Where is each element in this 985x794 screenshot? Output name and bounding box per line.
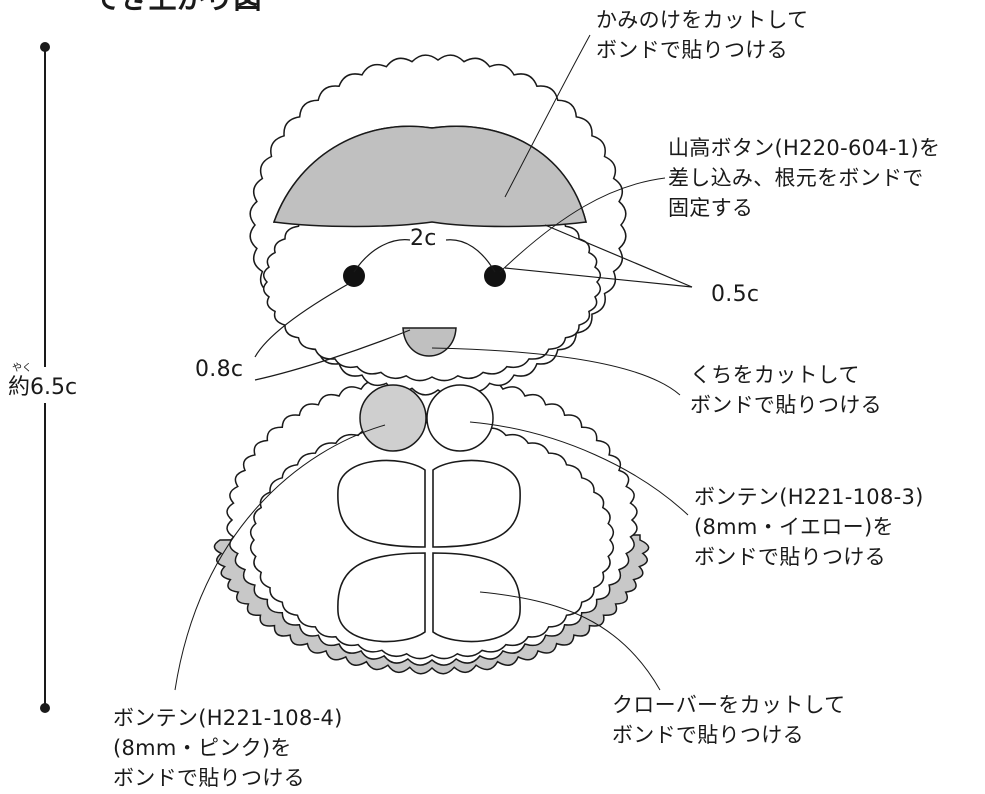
- callout-eyes: 山高ボタン(H220-604-1)を 差し込み、根元をボンドで 固定する: [668, 133, 940, 223]
- eye-size-label: 0.5c: [711, 282, 760, 307]
- height-top-dot: [40, 42, 50, 52]
- leader-clover: [479, 591, 661, 691]
- pompom-pink: [359, 384, 427, 452]
- callout-mouth: くちをカットして ボンドで貼りつける: [690, 360, 882, 420]
- eye-right-button: [484, 265, 506, 287]
- leader-yellow: [469, 421, 689, 516]
- callout-clover: クローバーをカットして ボンドで貼りつける: [612, 690, 845, 750]
- callout-line: 差し込み、根元をボンドで: [668, 166, 924, 190]
- callout-pompom-yellow: ボンテン(H221-108-3) (8mm・イエロー)を ボンドで貼りつける: [694, 482, 924, 572]
- pompom-yellow: [426, 384, 494, 452]
- height-text: 約6.5c: [8, 375, 78, 400]
- leader-pink: [174, 424, 386, 691]
- callout-hair: かみのけをカットして ボンドで貼りつける: [596, 5, 808, 65]
- clover-felt: [337, 459, 521, 643]
- clover-leaf-bottom-right: [432, 552, 521, 643]
- dimension-lines: [254, 224, 693, 381]
- callout-line: ボンドで貼りつける: [694, 545, 886, 569]
- clover-leaf-bottom-left: [337, 552, 426, 643]
- clover-leaf-top-right: [432, 459, 521, 548]
- height-ruby: やく: [12, 363, 32, 374]
- leader-lines: [174, 34, 689, 691]
- callout-line: クローバーをカットして: [612, 693, 846, 717]
- eye-spacing-label: 2c: [410, 226, 437, 251]
- callout-line: ボンドで貼りつける: [113, 766, 305, 790]
- leader-mouth: [431, 347, 681, 396]
- callout-line: くちをカットして: [690, 363, 860, 387]
- callout-line: 山高ボタン(H220-604-1)を: [668, 136, 941, 160]
- diagram-title: でき上がり図: [92, 0, 262, 14]
- height-bottom-dot: [40, 703, 50, 713]
- callout-line: (8mm・ピンク)を: [113, 736, 292, 760]
- eye-left-button: [343, 265, 365, 287]
- callout-line: (8mm・イエロー)を: [694, 515, 894, 539]
- callout-line: ボンドで貼りつける: [596, 38, 788, 62]
- leader-hair: [504, 34, 591, 198]
- callout-line: かみのけをカットして: [596, 8, 809, 32]
- mouth-offset-line-2: [254, 329, 411, 381]
- clover-leaf-top-left: [337, 459, 426, 548]
- callout-pompom-pink: ボンテン(H221-108-4) (8mm・ピンク)を ボンドで貼りつける: [113, 703, 343, 793]
- callout-line: ボンテン(H221-108-3): [694, 485, 924, 509]
- eye-size-line-2: [544, 224, 693, 288]
- mouth-felt: [402, 327, 457, 357]
- mouth-offset-label: 0.8c: [195, 357, 244, 382]
- eye-size-line-1: [504, 267, 693, 288]
- callout-line: ボンドで貼りつける: [612, 723, 804, 747]
- leader-eyes: [499, 177, 666, 273]
- callout-line: 固定する: [668, 196, 754, 220]
- eye-spacing-line-right: [445, 239, 496, 273]
- callout-line: ボンドで貼りつける: [690, 393, 882, 417]
- callout-line: ボンテン(H221-108-4): [113, 706, 343, 730]
- eye-spacing-line: [353, 239, 411, 273]
- height-label: やく 約6.5c: [8, 363, 78, 403]
- mouth-offset-line: [254, 282, 351, 358]
- inner-body-fluff: [249, 420, 615, 660]
